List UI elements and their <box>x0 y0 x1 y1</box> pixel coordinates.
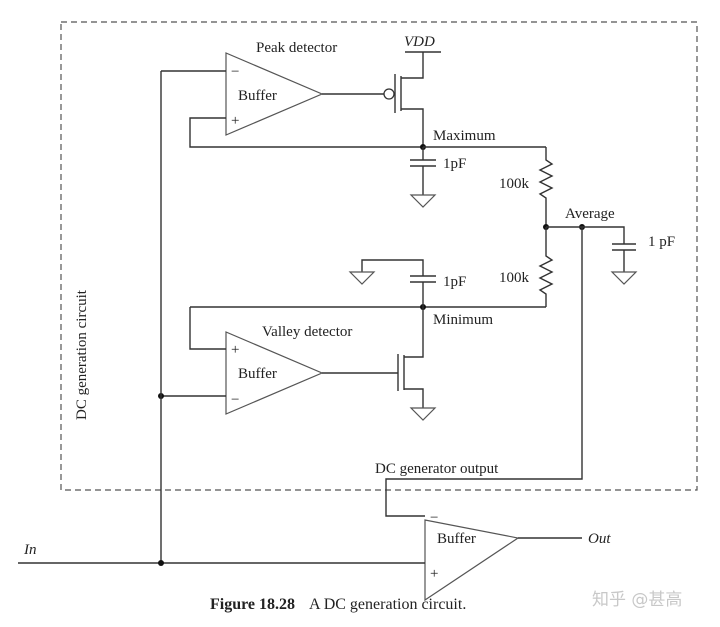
input-node <box>158 560 164 566</box>
res-bottom-value: 100k <box>499 270 530 286</box>
valley-detector-label: Valley detector <box>262 324 352 340</box>
input-label: In <box>23 542 37 558</box>
resistor-bottom <box>538 227 554 307</box>
valley-buffer: Buffer + − <box>225 331 324 415</box>
wire-valley-feedback <box>189 307 226 350</box>
valley-buffer-plus: + <box>231 342 239 358</box>
peak-buffer: Buffer − + <box>225 52 324 136</box>
wire-peak-feedback <box>189 117 423 148</box>
ground-icon <box>409 407 437 421</box>
cap-min-value: 1pF <box>443 274 466 290</box>
capacitor-min <box>348 259 436 307</box>
peak-buffer-minus: − <box>231 64 239 80</box>
valley-buffer-minus: − <box>231 392 239 408</box>
peak-detector-label: Peak detector <box>256 40 337 56</box>
maximum-label: Maximum <box>433 128 496 144</box>
dc-generation-boundary <box>60 21 698 491</box>
valley-buffer-label: Buffer <box>238 366 277 382</box>
output-buffer: Buffer − + <box>424 510 520 602</box>
peak-buffer-label: Buffer <box>238 88 277 104</box>
res-top-value: 100k <box>499 176 530 192</box>
caption-text: A DC generation circuit. <box>309 596 466 613</box>
wire-dc-generator-output <box>385 227 583 517</box>
vdd-label: VDD <box>404 34 435 50</box>
capacitor-avg <box>610 243 638 285</box>
peak-buffer-plus: + <box>231 113 239 129</box>
minimum-label: Minimum <box>433 312 493 328</box>
watermark: 知乎 @甚高 <box>592 590 682 610</box>
ground-icon <box>348 271 376 285</box>
output-buffer-label: Buffer <box>437 531 476 547</box>
figure-caption: Figure 18.28 A DC generation circuit. <box>210 596 466 613</box>
capacitor-max <box>409 147 437 208</box>
cap-max-value: 1pF <box>443 156 466 172</box>
output-buffer-minus: − <box>430 510 438 526</box>
ground-icon <box>409 194 437 208</box>
dc-generation-circuit-label: DC generation circuit <box>74 289 90 420</box>
valley-buffer-triangle <box>225 331 324 415</box>
output-label: Out <box>588 531 611 547</box>
ground-icon <box>610 271 638 285</box>
output-buffer-triangle <box>424 519 520 602</box>
caption-number: Figure 18.28 <box>210 596 295 613</box>
pmos-gate-bubble <box>383 88 395 100</box>
cap-avg-value: 1 pF <box>648 234 675 250</box>
pmos-transistor <box>383 52 424 147</box>
average-label: Average <box>565 206 615 222</box>
dc-generator-output-label: DC generator output <box>375 461 499 477</box>
nmos-transistor <box>397 307 437 421</box>
output-buffer-plus: + <box>430 566 438 582</box>
resistor-top <box>538 147 554 227</box>
peak-buffer-triangle <box>225 52 324 136</box>
